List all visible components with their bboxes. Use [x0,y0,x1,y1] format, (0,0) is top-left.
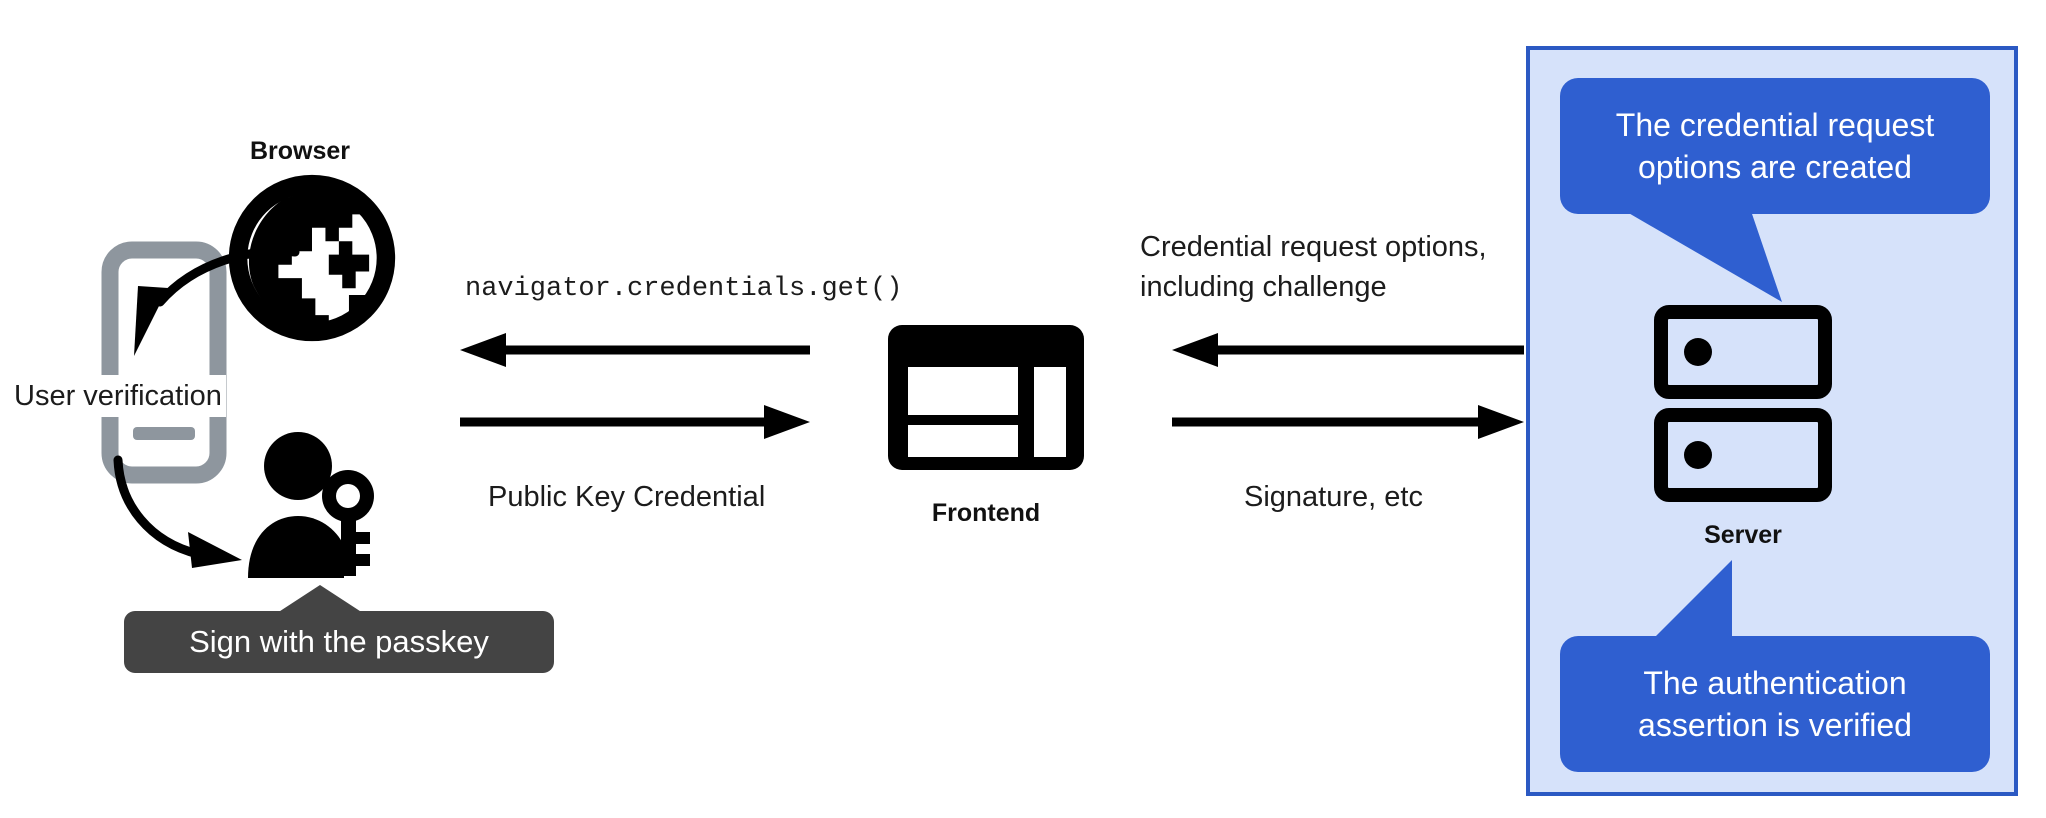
arrow-left-bottom [460,405,810,439]
passkey-tooltip-label: Sign with the passkey [189,624,489,659]
server-callout-bottom: The authentication assertion is verified [1560,560,1990,772]
server-label: Server [1704,521,1782,549]
server-callout-top-line2: options are created [1638,149,1912,185]
person-with-key-icon [246,428,381,578]
flow-left-bottom-label: Public Key Credential [488,481,766,513]
frontend-label: Frontend [931,499,1041,527]
server-callout-bottom-line2: assertion is verified [1638,707,1912,743]
flow-right-bottom-label: Signature, etc [1244,481,1423,513]
arrow-device-to-user [110,450,310,580]
server-callout-bottom-line1: The authentication [1643,665,1907,701]
arrow-left-top [460,333,810,367]
passkey-tooltip: Sign with the passkey [124,585,554,675]
server-callout-top: The credential request options are creat… [1560,78,1990,303]
arrow-browser-to-device [100,240,300,390]
flow-left-top-label: navigator.credentials.get() [465,274,903,304]
flow-right-top-label-line1: Credential request options, [1140,231,1487,263]
server-callout-top-line1: The credential request [1615,107,1935,143]
mobile-phone-icon [101,241,227,484]
arrow-right-top [1172,333,1524,367]
arrow-right-bottom [1172,405,1524,439]
webpage-layout-icon [888,325,1084,470]
user-verification-label: User verification [10,375,226,417]
browser-label: Browser [249,137,351,165]
globe-icon [228,174,396,342]
flow-right-top-label-line2: including challenge [1140,271,1387,303]
server-rack-icon [1654,305,1832,505]
